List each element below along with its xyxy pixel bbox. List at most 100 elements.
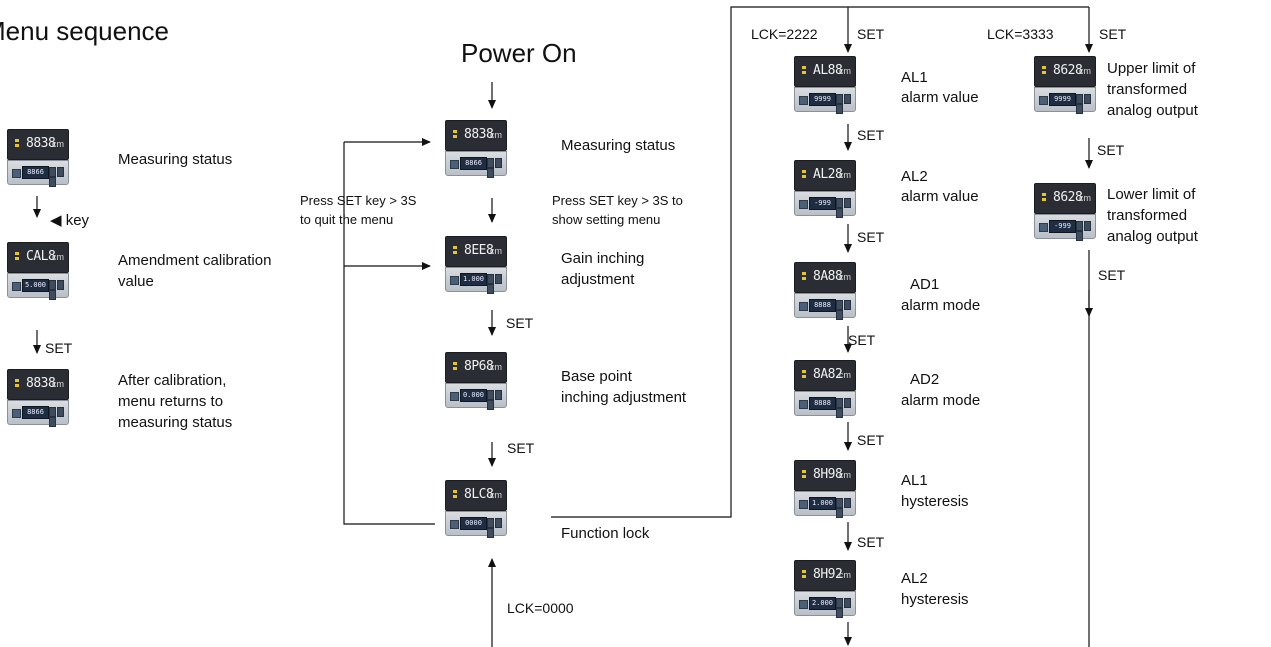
device-value: 8888 [809, 397, 836, 410]
device-unit: cm [839, 272, 851, 282]
label-after-3: measuring status [118, 414, 233, 431]
label-gain-2: adjustment [561, 271, 635, 288]
label-lower-2: transformed [1107, 207, 1188, 224]
device-display: 8628 [1053, 63, 1083, 78]
label-set-r1-b: SET [857, 229, 885, 245]
label-hys2-1: AL2 [901, 570, 928, 587]
label-amendment-2: value [118, 273, 154, 290]
label-al2-2: alarm value [901, 188, 979, 205]
label-lck2222: LCK=2222 [751, 26, 818, 42]
device-display: AL88 [813, 63, 843, 78]
label-set-left: SET [45, 340, 73, 356]
label-al1-1: AL1 [901, 69, 928, 86]
label-function-lock: Function lock [561, 525, 650, 542]
device-value: 1.000 [809, 497, 836, 510]
device-value: 5.000 [22, 279, 49, 292]
device-display: 8838 [26, 136, 56, 151]
device-value: 8866 [22, 166, 49, 179]
label-press-quit-1: Press SET key > 3S [300, 193, 417, 208]
device-value: 8866 [22, 406, 49, 419]
device-display: 8H98 [813, 467, 843, 482]
label-lower-1: Lower limit of [1107, 186, 1196, 203]
label-press-show-2: show setting menu [552, 212, 661, 227]
device-value: 8888 [809, 299, 836, 312]
device-unit: cm [490, 490, 502, 500]
label-upper-1: Upper limit of [1107, 60, 1196, 77]
label-hys1-1: AL1 [901, 472, 928, 489]
label-set-r2-a: SET [1097, 142, 1125, 158]
device-display: AL28 [813, 167, 843, 182]
device-unit: cm [52, 379, 64, 389]
device-display: CAL8 [26, 249, 56, 264]
device-unit: cm [1079, 193, 1091, 203]
label-base-1: Base point [561, 368, 632, 385]
label-set-r1-c: SET [848, 332, 876, 348]
device-display: 8838 [26, 376, 56, 391]
device-unit: cm [839, 470, 851, 480]
label-set-r1-e: SET [857, 534, 885, 550]
label-set-r2-b: SET [1098, 267, 1126, 283]
label-base-2: inching adjustment [561, 389, 687, 406]
label-amendment-1: Amendment calibration [118, 252, 272, 269]
label-al1-2: alarm value [901, 89, 979, 106]
device-value: -999 [809, 197, 836, 210]
label-ad2-2: alarm mode [901, 392, 981, 409]
device-value: 0.000 [460, 389, 487, 402]
label-gain-1: Gain inching [561, 250, 645, 267]
device-value: 8866 [460, 157, 487, 170]
device-value: 9999 [809, 93, 836, 106]
device-unit: cm [52, 252, 64, 262]
label-lck3333: LCK=3333 [987, 26, 1054, 42]
device-display: 8LC8 [464, 487, 494, 502]
label-upper-3: analog output [1107, 102, 1198, 119]
loop-line [343, 142, 435, 525]
device-display: 8A88 [813, 269, 843, 284]
device-display: 8628 [1053, 190, 1083, 205]
page-title: Menu sequence [0, 16, 170, 46]
label-after-1: After calibration, [118, 372, 227, 389]
label-after-2: menu returns to [118, 393, 224, 410]
label-set-center-1: SET [506, 315, 534, 331]
device-display: 8838 [464, 127, 494, 142]
label-measuring-status: Measuring status [118, 151, 233, 168]
device-unit: cm [839, 170, 851, 180]
power-on-label: Power On [461, 38, 577, 68]
label-press-quit-2: to quit the menu [300, 212, 394, 227]
device-unit: cm [490, 362, 502, 372]
device-display: 8P68 [464, 359, 494, 374]
label-ad1-1: AD1 [910, 276, 940, 293]
device-display: 8H92 [813, 567, 843, 582]
label-center-measuring: Measuring status [561, 137, 676, 154]
label-hys2-2: hysteresis [901, 591, 969, 608]
device-value: 9999 [1049, 93, 1076, 106]
device-unit: cm [839, 570, 851, 580]
device-unit: cm [52, 139, 64, 149]
device-value: -999 [1049, 220, 1076, 233]
label-set-r1-a: SET [857, 127, 885, 143]
label-set-center-2: SET [507, 440, 535, 456]
lock-connector [551, 6, 1089, 518]
label-key: ◀ key [50, 212, 90, 229]
label-set-r1-top: SET [857, 26, 885, 42]
label-lower-3: analog output [1107, 228, 1198, 245]
label-set-r1-d: SET [857, 432, 885, 448]
label-ad2-1: AD2 [910, 371, 940, 388]
device-unit: cm [490, 246, 502, 256]
label-press-show-1: Press SET key > 3S to [552, 193, 683, 208]
device-unit: cm [839, 66, 851, 76]
label-upper-2: transformed [1107, 81, 1188, 98]
device-value: 2.000 [809, 597, 836, 610]
